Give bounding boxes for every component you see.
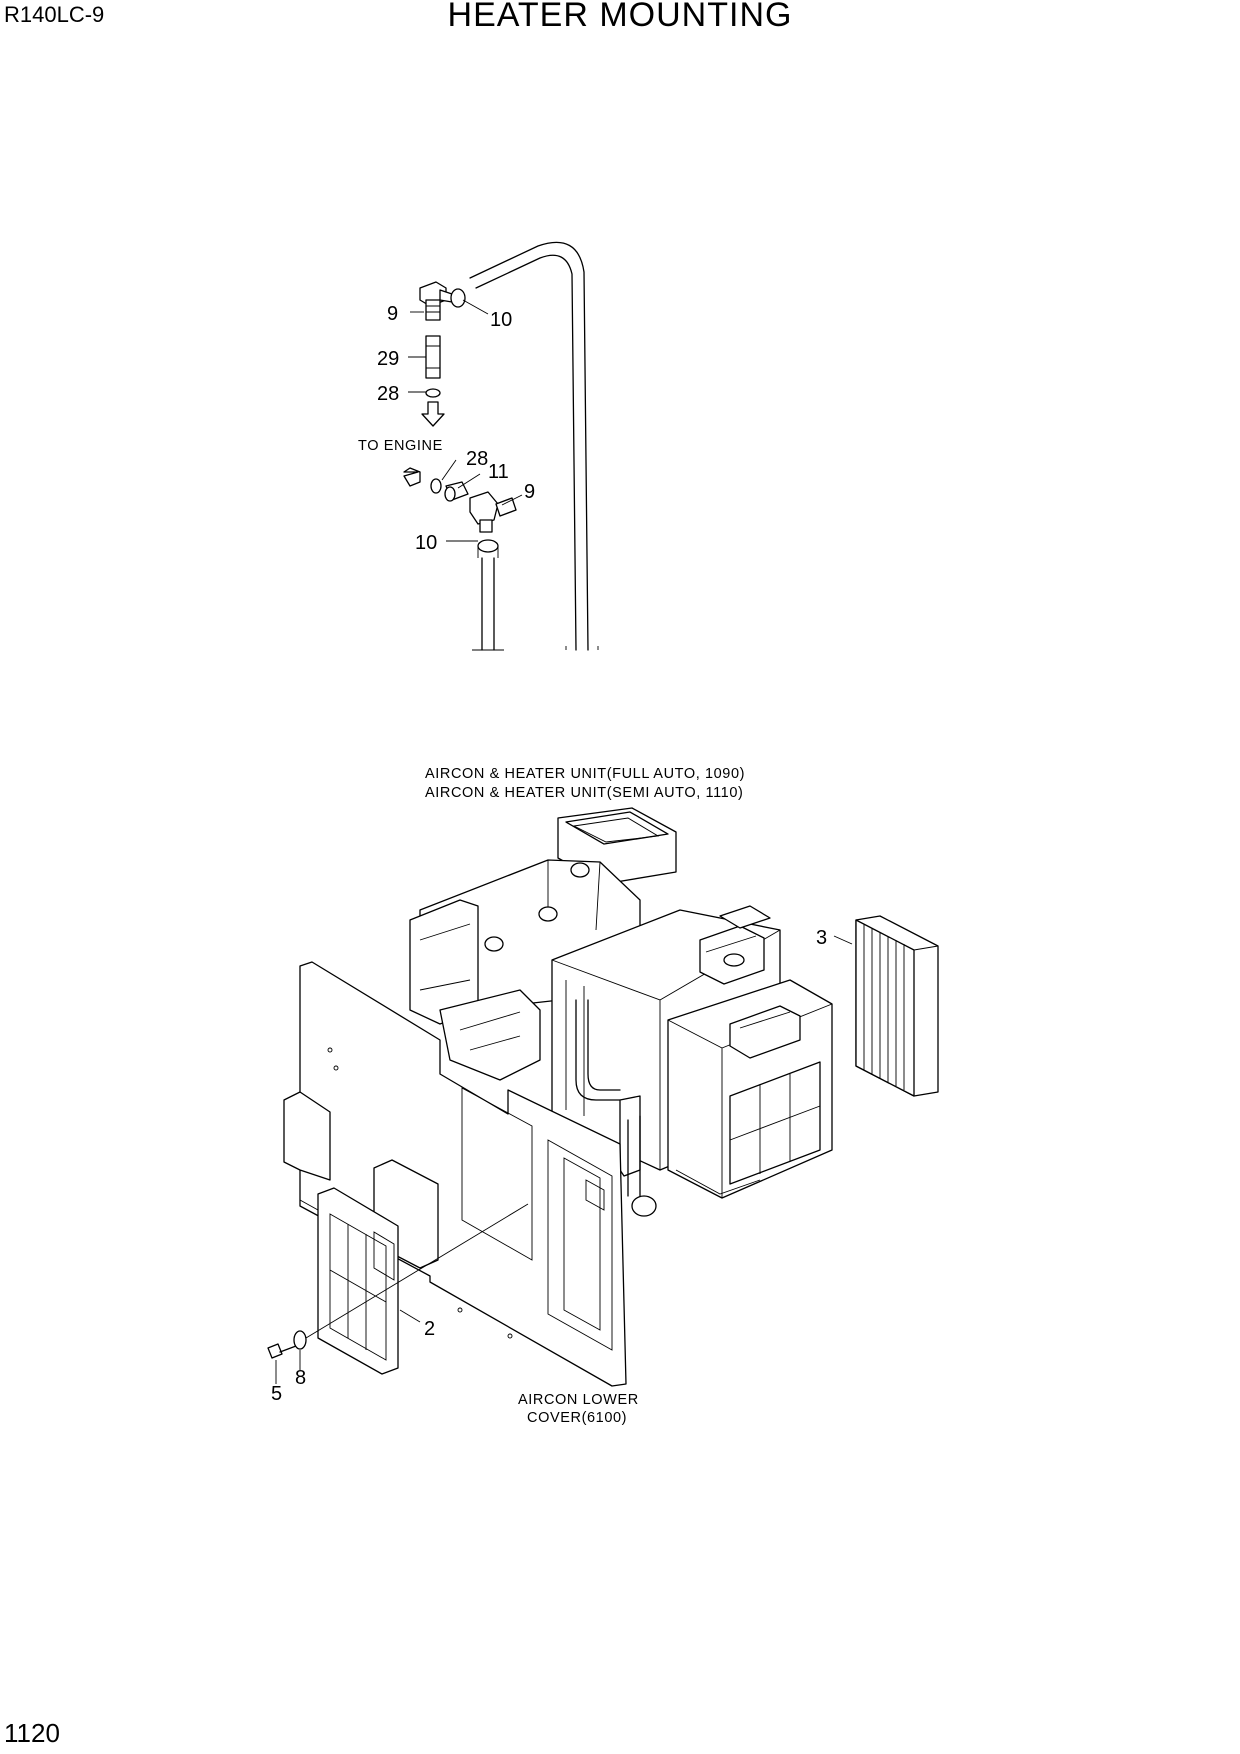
note-lower-cover-2: COVER(6100): [527, 1410, 627, 1426]
callout-28-top: 28: [377, 383, 399, 405]
callout-2: 2: [424, 1318, 435, 1340]
clamp-lower: [477, 539, 499, 553]
grille-2: [283, 1091, 439, 1375]
callout-28-lower: 28: [466, 448, 488, 470]
callout-3: 3: [816, 927, 827, 949]
hose-assembly: 9 10 29 28 28 11 9 10 TO ENGINE: [358, 241, 599, 651]
callout-8: 8: [295, 1367, 306, 1389]
note-unit-full-auto: AIRCON & HEATER UNIT(FULL AUTO, 1090): [425, 766, 745, 782]
callout-10-lower: 10: [415, 532, 437, 554]
page-title: HEATER MOUNTING: [447, 0, 793, 34]
aircon-heater-unit: [409, 807, 833, 1217]
oring-lower: [430, 478, 442, 494]
model-number: R140LC-9: [4, 2, 105, 27]
heater-hose-supply: [481, 557, 495, 651]
callout-9-lower: 9: [524, 481, 535, 503]
callout-11: 11: [488, 461, 509, 483]
washer-8: [293, 1330, 307, 1350]
oring-top: [425, 388, 441, 398]
note-to-engine: TO ENGINE: [358, 438, 443, 454]
adapter-29: [425, 335, 441, 379]
aircon-lower-cover: [299, 961, 627, 1387]
bolt-5: [267, 1343, 297, 1384]
valve-top: [419, 281, 453, 321]
filter-3: [833, 915, 939, 1097]
callout-9-top: 9: [387, 303, 398, 325]
arrow-left-icon: [403, 467, 421, 487]
clamp-top: [450, 288, 466, 308]
arrow-down-icon: [421, 401, 445, 427]
page-number: 1120: [4, 1718, 60, 1748]
fitting-11: [444, 481, 469, 502]
note-lower-cover-1: AIRCON LOWER: [518, 1392, 639, 1408]
callout-10-top: 10: [490, 309, 512, 331]
callout-5: 5: [271, 1383, 282, 1405]
callout-29: 29: [377, 348, 399, 370]
note-unit-semi-auto: AIRCON & HEATER UNIT(SEMI AUTO, 1110): [425, 785, 743, 801]
heater-hose-return: [475, 254, 577, 651]
valve-lower: [469, 491, 517, 533]
